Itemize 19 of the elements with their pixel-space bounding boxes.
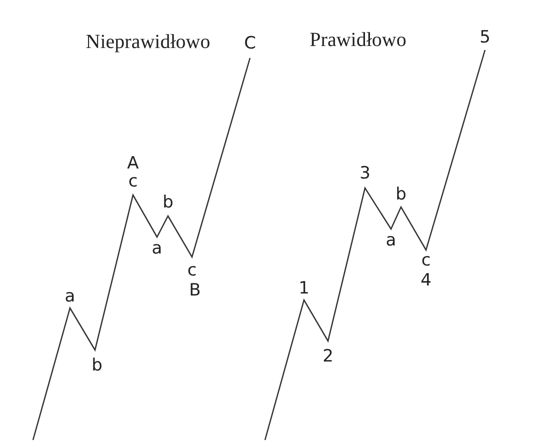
wave-label: b xyxy=(162,194,174,212)
wave-label: C xyxy=(244,36,256,52)
heading: Prawidłowo xyxy=(310,30,406,50)
wave-label: 3 xyxy=(360,166,370,182)
wave-label: c xyxy=(421,252,431,270)
wave-label: 5 xyxy=(480,30,490,46)
wave-label: A xyxy=(127,156,139,172)
wave-label: c xyxy=(187,262,197,280)
heading: Nieprawidłowo xyxy=(86,32,210,52)
wave-label: 1 xyxy=(298,280,310,298)
wave-label: a xyxy=(386,232,396,250)
wave-label: 2 xyxy=(322,348,334,366)
wave-label: B xyxy=(189,282,201,300)
wave-label: b xyxy=(92,358,102,374)
wave-label: 4 xyxy=(420,272,432,290)
wave-label: b xyxy=(396,186,406,204)
wave-label: c xyxy=(128,174,138,190)
wave-label: a xyxy=(152,240,162,258)
wave-label: a xyxy=(64,288,76,306)
